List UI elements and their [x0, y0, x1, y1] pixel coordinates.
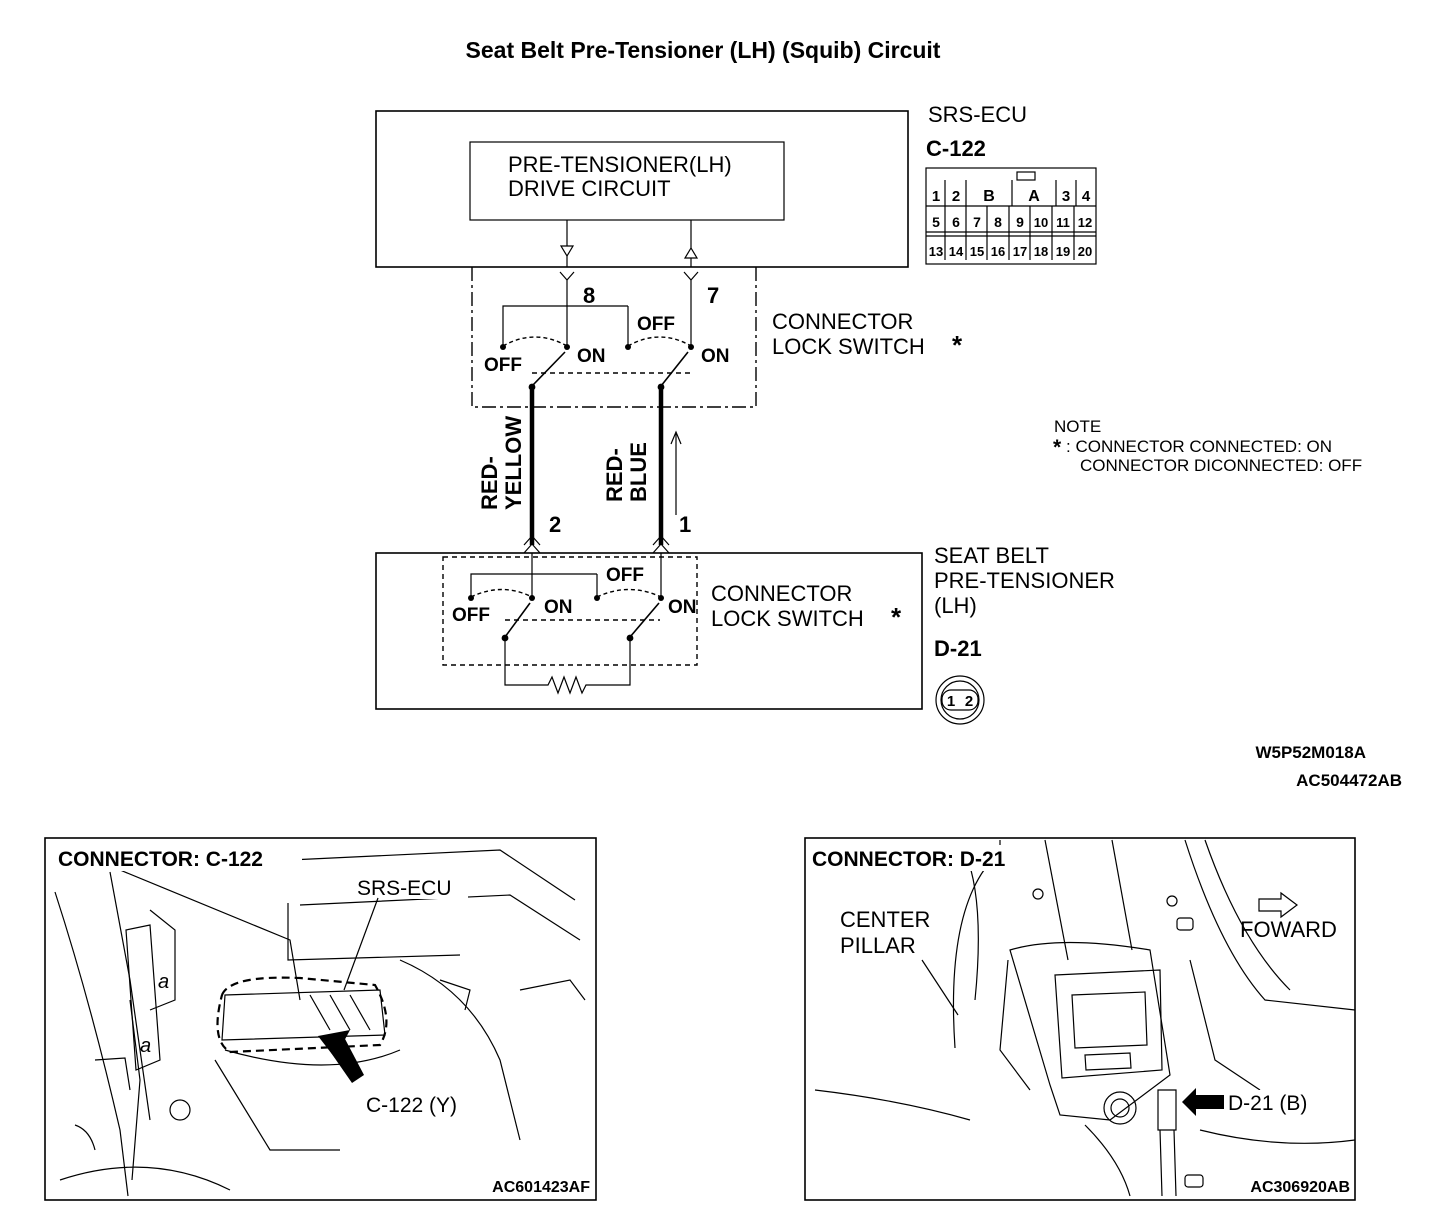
- d21-location-illustration: [814, 839, 1356, 1197]
- c122-pinout: 1 2 B A 3 4 5 6 7 8 9 10 11 12 13 14 15 …: [925, 167, 1097, 265]
- svg-text:7: 7: [973, 214, 981, 230]
- photo-panel-c122: a a CONNECTOR: C-122 SRS-ECU C-122 (Y): [44, 837, 597, 1201]
- diagram-code: W5P52M018A: [1255, 743, 1366, 762]
- harness-wires: [523, 389, 682, 554]
- note-heading: NOTE: [1054, 417, 1101, 436]
- pretensioner-box: [375, 552, 923, 710]
- wire-pin-2: 2: [549, 512, 561, 537]
- svg-text:19: 19: [1056, 244, 1070, 259]
- photo-right-forward-label: FOWARD: [1240, 917, 1337, 942]
- upper-pin-7: 7: [707, 283, 719, 308]
- svg-text:10: 10: [1034, 215, 1048, 230]
- svg-text:8: 8: [994, 214, 1002, 230]
- svg-text:A: A: [1028, 188, 1040, 205]
- photo-left-unit-label: SRS-ECU: [357, 877, 452, 900]
- lower-on-label-right: ON: [668, 597, 697, 618]
- figure-code: AC504472AB: [1296, 771, 1402, 790]
- pretensioner-name-3: (LH): [934, 593, 977, 618]
- photo-left-connector-label: C-122 (Y): [366, 1094, 457, 1117]
- ecu-connector-id: C-122: [926, 136, 986, 161]
- photo-left-code: AC601423AF: [492, 1179, 590, 1196]
- upper-lock-switch: 8 7 OFF OFF ON ON: [471, 267, 757, 408]
- ecu-input-arrow: [683, 246, 699, 259]
- photo-panel-d21: CONNECTOR: D-21 CENTER PILLAR FOWARD D-2…: [804, 837, 1356, 1201]
- upper-pin-8: 8: [583, 283, 595, 308]
- ecu-name: SRS-ECU: [928, 102, 1027, 127]
- upper-switch-label-2: LOCK SWITCH: [772, 334, 925, 359]
- svg-text:3: 3: [1062, 188, 1070, 205]
- svg-text:1: 1: [932, 188, 940, 205]
- drive-circuit-box: [469, 141, 785, 221]
- lower-switch-label-1: CONNECTOR: [711, 581, 852, 606]
- wire-left-color-1: RED-: [477, 456, 502, 510]
- lower-switch-label-2: LOCK SWITCH: [711, 606, 864, 631]
- svg-text:2: 2: [952, 188, 960, 205]
- pretensioner-name-2: PRE-TENSIONER: [934, 568, 1115, 593]
- svg-text:5: 5: [932, 214, 940, 230]
- upper-on-label-left: ON: [577, 346, 606, 367]
- photo-right-connector-label: D-21 (B): [1228, 1092, 1307, 1115]
- svg-text:15: 15: [970, 244, 984, 259]
- svg-text:11: 11: [1056, 215, 1070, 230]
- squib-resistor: [504, 638, 631, 695]
- photo-right-pillar-label-1: CENTER: [840, 907, 930, 932]
- wire-pin-1: 1: [679, 512, 691, 537]
- photo-right-heading: CONNECTOR: D-21: [812, 848, 1006, 871]
- d21-pointer-arrow: [1182, 1088, 1224, 1116]
- diagram-title: Seat Belt Pre-Tensioner (LH) (Squib) Cir…: [466, 37, 941, 63]
- svg-text:1: 1: [947, 693, 955, 710]
- upper-off-label-left: OFF: [484, 355, 522, 376]
- pretensioner-connector-id: D-21: [934, 636, 982, 661]
- upper-switch-asterisk: *: [952, 330, 963, 360]
- svg-text:6: 6: [952, 214, 960, 230]
- upper-on-label-right: ON: [701, 346, 730, 367]
- svg-text:a: a: [158, 971, 169, 993]
- svg-text:14: 14: [949, 244, 964, 259]
- svg-text:2: 2: [965, 693, 973, 710]
- svg-text:13: 13: [929, 244, 943, 259]
- ecu-box: [375, 110, 909, 268]
- photo-right-code: AC306920AB: [1250, 1179, 1350, 1196]
- drive-circuit-label-2: DRIVE CIRCUIT: [508, 176, 671, 201]
- c122-location-illustration: a a: [54, 849, 586, 1197]
- drive-circuit-label-1: PRE-TENSIONER(LH): [508, 152, 732, 177]
- svg-text:12: 12: [1078, 215, 1092, 230]
- svg-text:a: a: [140, 1035, 151, 1057]
- svg-text:20: 20: [1078, 244, 1092, 259]
- ecu-output-arrow: [559, 245, 575, 258]
- forward-arrow-icon: [1258, 891, 1298, 919]
- svg-text:B: B: [983, 188, 995, 205]
- lower-on-label-left: ON: [544, 597, 573, 618]
- svg-text:18: 18: [1034, 244, 1048, 259]
- wire-right-color-1: RED-: [602, 448, 627, 502]
- lower-off-label-right: OFF: [606, 565, 644, 586]
- photo-left-heading: CONNECTOR: C-122: [58, 848, 263, 871]
- lower-lock-switch: OFF OFF ON ON: [442, 553, 698, 695]
- svg-text:17: 17: [1013, 244, 1027, 259]
- lower-switch-asterisk: *: [891, 602, 902, 632]
- pretensioner-name-1: SEAT BELT: [934, 543, 1049, 568]
- svg-text:4: 4: [1082, 188, 1091, 205]
- wire-left-color-2: YELLOW: [501, 416, 526, 510]
- d21-pinout: 1 2: [935, 675, 985, 725]
- photo-right-pillar-label-2: PILLAR: [840, 933, 916, 958]
- note-asterisk: *: [1053, 436, 1062, 459]
- upper-switch-label-1: CONNECTOR: [772, 309, 913, 334]
- note-line-1: : CONNECTOR CONNECTED: ON: [1066, 437, 1332, 456]
- wire-right-color-2: BLUE: [626, 442, 651, 502]
- svg-text:16: 16: [991, 244, 1005, 259]
- upper-off-label-right: OFF: [637, 314, 675, 335]
- note-line-2: CONNECTOR DICONNECTED: OFF: [1080, 456, 1362, 475]
- lower-off-label-left: OFF: [452, 605, 490, 626]
- svg-text:9: 9: [1016, 214, 1024, 230]
